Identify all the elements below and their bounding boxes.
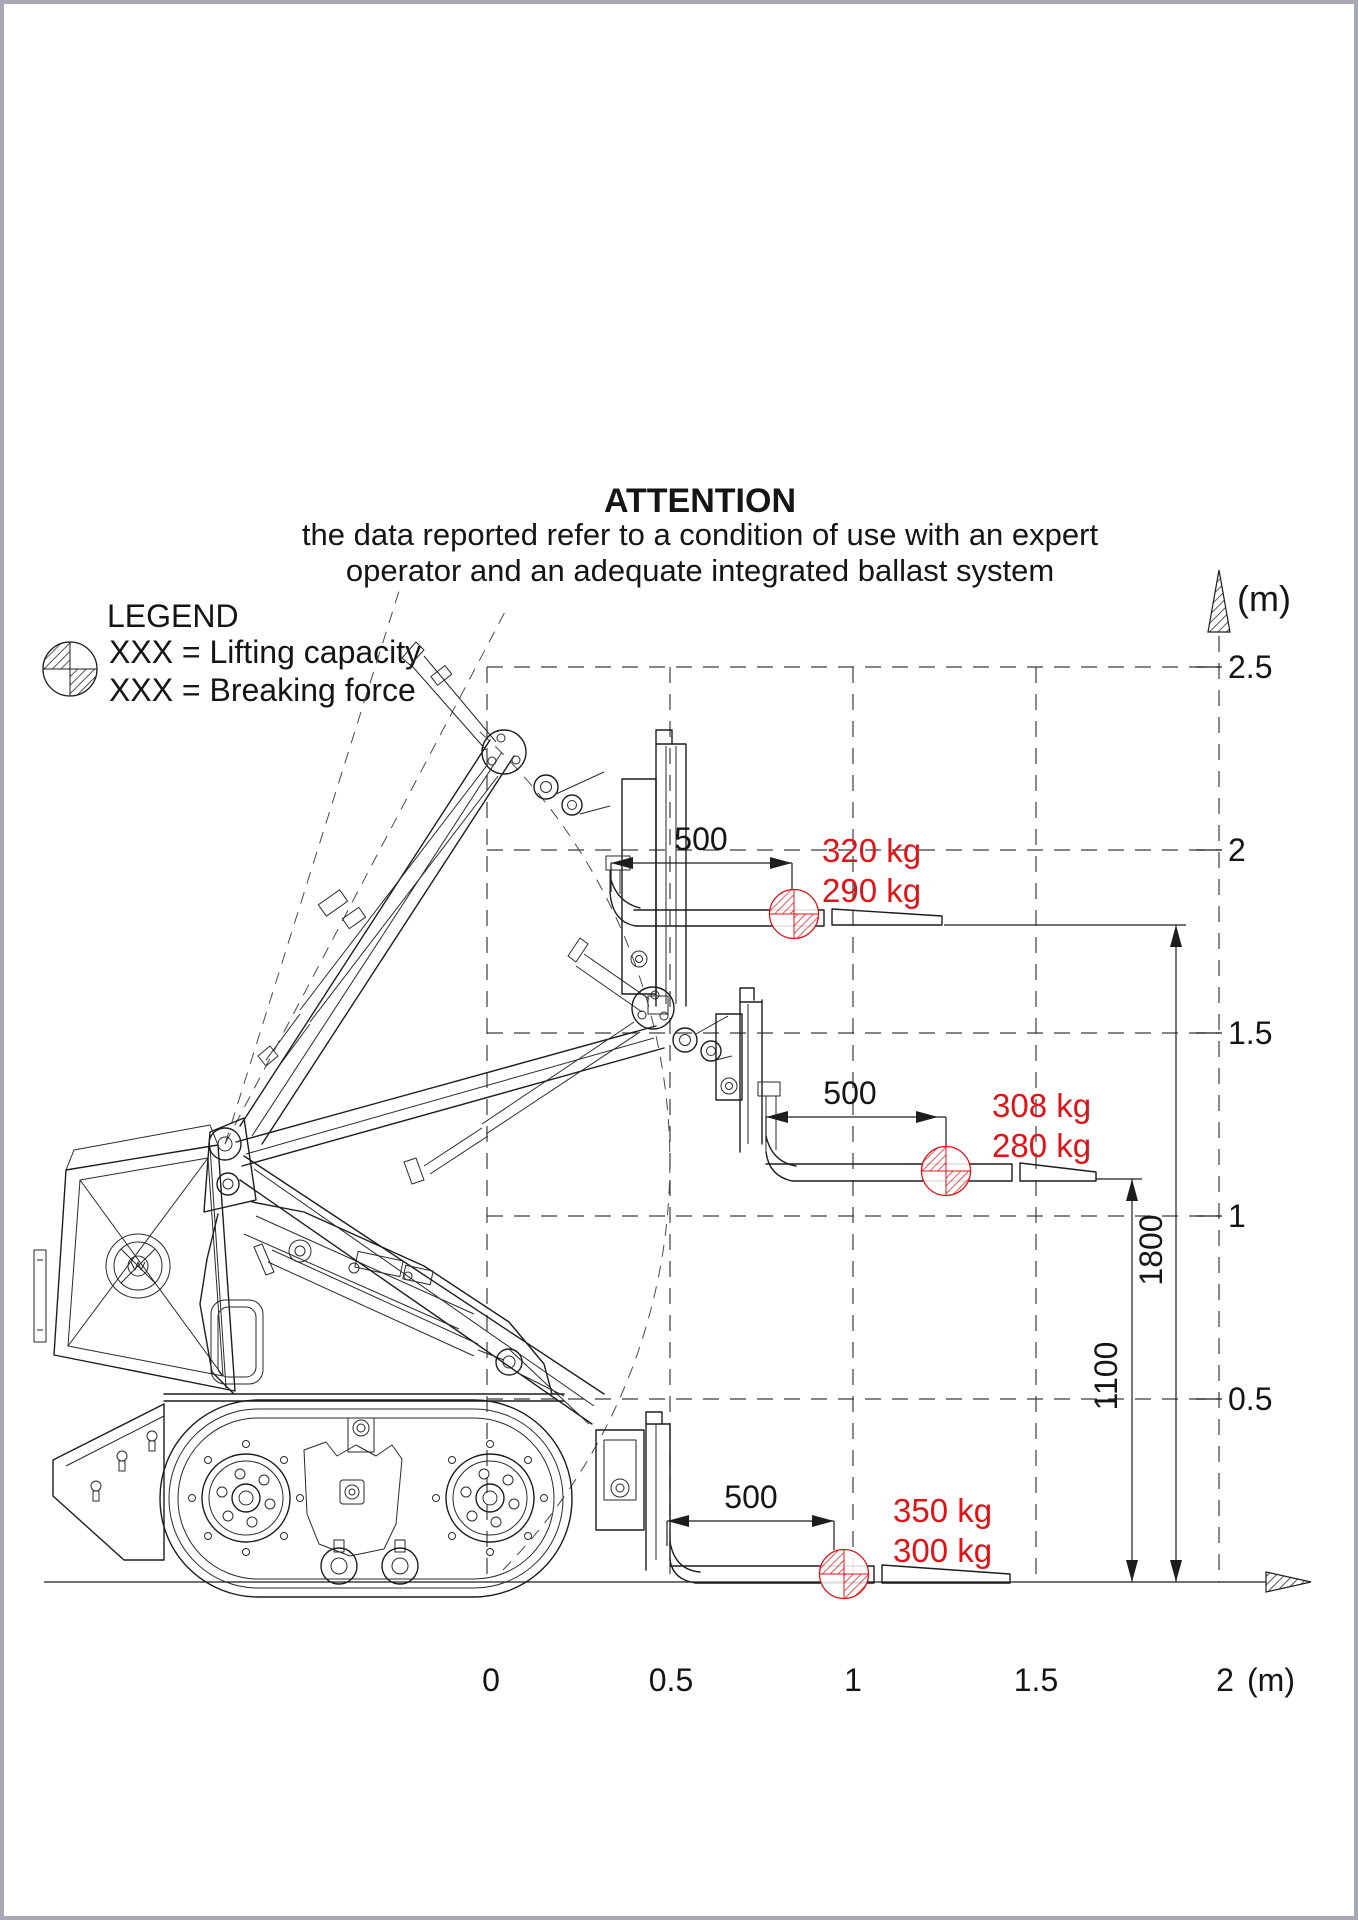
boom-pivot-tower	[203, 1117, 257, 1213]
legend-title: LEGEND	[107, 598, 239, 634]
dim-1100-label: 1100	[1088, 1342, 1124, 1411]
grid	[486, 666, 1219, 1582]
legend-load-center-symbol-icon	[42, 641, 98, 697]
load-bottom-breaking: 300 kg	[893, 1532, 992, 1569]
dim-1800: 1800	[944, 924, 1186, 1582]
load-symbol-bottom-icon	[818, 1548, 870, 1600]
boom-raised	[239, 641, 611, 1145]
attention-title: ATTENTION	[604, 482, 796, 520]
load-mid-breaking: 280 kg	[992, 1127, 1091, 1164]
y-tick-0_5: 0.5	[1228, 1381, 1272, 1417]
legend-item-breaking: XXX = Breaking force	[109, 672, 416, 708]
y-tick-2_5: 2.5	[1228, 649, 1272, 685]
y-axis-arrow-icon	[1207, 569, 1231, 633]
y-tick-2: 2	[1228, 832, 1246, 868]
dim-1100: 1100	[1088, 1178, 1142, 1582]
boom-mid	[235, 937, 733, 1185]
track-frame	[303, 1417, 419, 1585]
chassis-body	[163, 1201, 565, 1402]
left-wheel	[188, 1440, 304, 1556]
attention-block: ATTENTION the data reported refer to a c…	[302, 482, 1099, 588]
y-tick-1: 1	[1228, 1198, 1246, 1234]
dim-500-top: 500	[610, 821, 793, 892]
left-support-plate	[52, 1403, 165, 1561]
attention-line1: the data reported refer to a condition o…	[302, 517, 1099, 552]
dim-500-mid: 500	[765, 1075, 947, 1147]
machine-drawing	[33, 587, 1097, 1598]
rear-bar	[33, 1249, 47, 1343]
x-axis-unit: (m)	[1247, 1662, 1295, 1698]
x-tick-1: 1	[844, 1662, 862, 1698]
right-wheel	[432, 1440, 548, 1556]
x-tick-2: 2	[1216, 1662, 1234, 1698]
dim-500-bottom: 500	[666, 1479, 835, 1550]
fork-middle	[715, 987, 1097, 1182]
attention-line2: operator and an adequate integrated ball…	[346, 553, 1054, 588]
load-symbol-mid-icon	[920, 1145, 972, 1197]
dim-500-bottom-label: 500	[724, 1479, 777, 1515]
fork-top	[605, 729, 943, 1015]
x-axis-arrow-icon	[1265, 1571, 1312, 1593]
load-top-lifting: 320 kg	[822, 832, 921, 869]
track-assembly	[52, 1399, 573, 1598]
load-diagram-canvas: (m) 2.5 2 1.5 1 0.5 0 0.5 1 1.5 2 (m) AT…	[33, 482, 1312, 1698]
legend-block: LEGEND XXX = Lifting capacity XXX = Brea…	[42, 598, 421, 708]
dim-500-mid-label: 500	[823, 1075, 876, 1111]
x-tick-0_5: 0.5	[649, 1662, 693, 1698]
y-tick-1_5: 1.5	[1228, 1015, 1272, 1051]
boom-lowered	[239, 1155, 605, 1425]
load-top-breaking: 290 kg	[822, 872, 921, 909]
dim-1800-label: 1800	[1133, 1214, 1169, 1285]
y-axis	[1196, 569, 1231, 1582]
boom-motion-path	[224, 587, 671, 1573]
load-symbol-top-icon	[768, 888, 820, 940]
load-mid-lifting: 308 kg	[992, 1087, 1091, 1124]
y-axis-unit: (m)	[1237, 578, 1291, 619]
dim-500-top-label: 500	[674, 821, 727, 857]
x-tick-0: 0	[482, 1662, 500, 1698]
x-tick-1_5: 1.5	[1014, 1662, 1058, 1698]
x-axis	[44, 1571, 1312, 1593]
load-bottom-lifting: 350 kg	[893, 1492, 992, 1529]
legend-item-lifting: XXX = Lifting capacity	[109, 634, 421, 670]
